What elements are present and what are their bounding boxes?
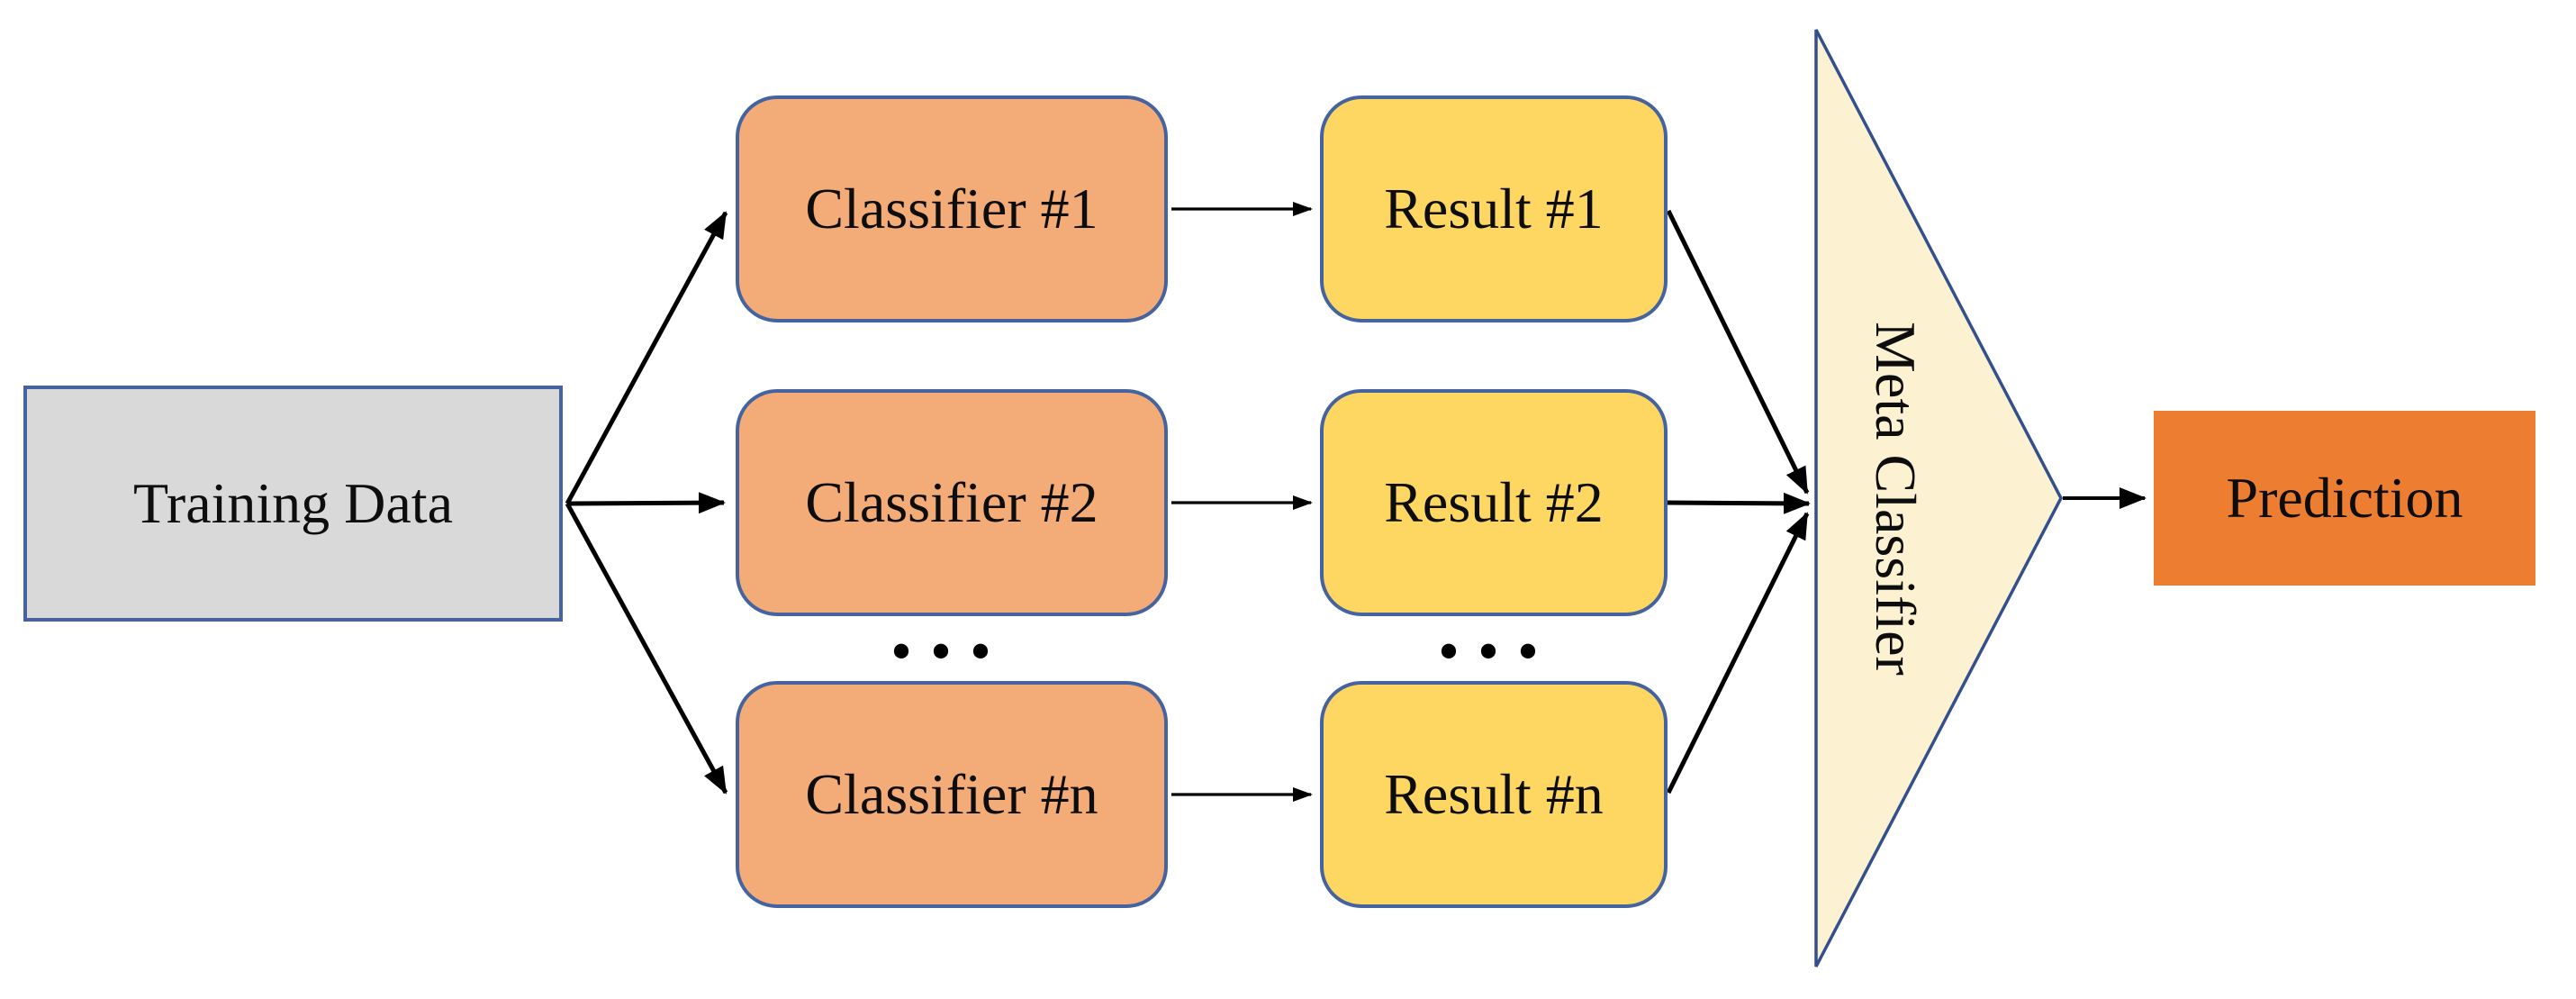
node-result-2: Result #2 bbox=[1320, 389, 1668, 616]
prediction-label: Prediction bbox=[2226, 465, 2463, 530]
arrow-training-to-classifier-2 bbox=[566, 492, 726, 514]
node-classifier-1: Classifier #1 bbox=[736, 95, 1168, 322]
training-data-label: Training Data bbox=[133, 470, 453, 535]
result-1-label: Result #1 bbox=[1384, 176, 1604, 241]
result-n-label: Result #n bbox=[1384, 761, 1604, 826]
meta-classifier-label: Meta Classifier bbox=[1864, 321, 1928, 676]
arrow-training-to-classifier-n bbox=[565, 502, 728, 795]
arrow-training-to-classifier-1 bbox=[565, 211, 728, 505]
node-meta-classifier-triangle bbox=[1814, 29, 2063, 967]
arrow-result-2-to-meta bbox=[1666, 492, 1811, 514]
result-2-label: Result #2 bbox=[1384, 469, 1604, 534]
classifier-2-label: Classifier #2 bbox=[805, 469, 1098, 534]
arrow-result-1-to-meta bbox=[1666, 209, 1810, 495]
node-classifier-2: Classifier #2 bbox=[736, 389, 1168, 616]
ellipsis-classifiers-icon: • • • bbox=[891, 621, 994, 681]
node-result-1: Result #1 bbox=[1320, 95, 1668, 322]
classifier-1-label: Classifier #1 bbox=[805, 176, 1098, 241]
classifier-n-label: Classifier #n bbox=[805, 761, 1098, 826]
node-result-n: Result #n bbox=[1320, 681, 1668, 908]
node-classifier-n: Classifier #n bbox=[736, 681, 1168, 908]
arrow-result-n-to-meta bbox=[1666, 512, 1810, 795]
ellipsis-results-icon: • • • bbox=[1439, 621, 1541, 681]
node-prediction: Prediction bbox=[2154, 411, 2535, 586]
node-training-data: Training Data bbox=[23, 386, 563, 622]
node-meta-classifier: Meta Classifier bbox=[1828, 30, 1963, 967]
